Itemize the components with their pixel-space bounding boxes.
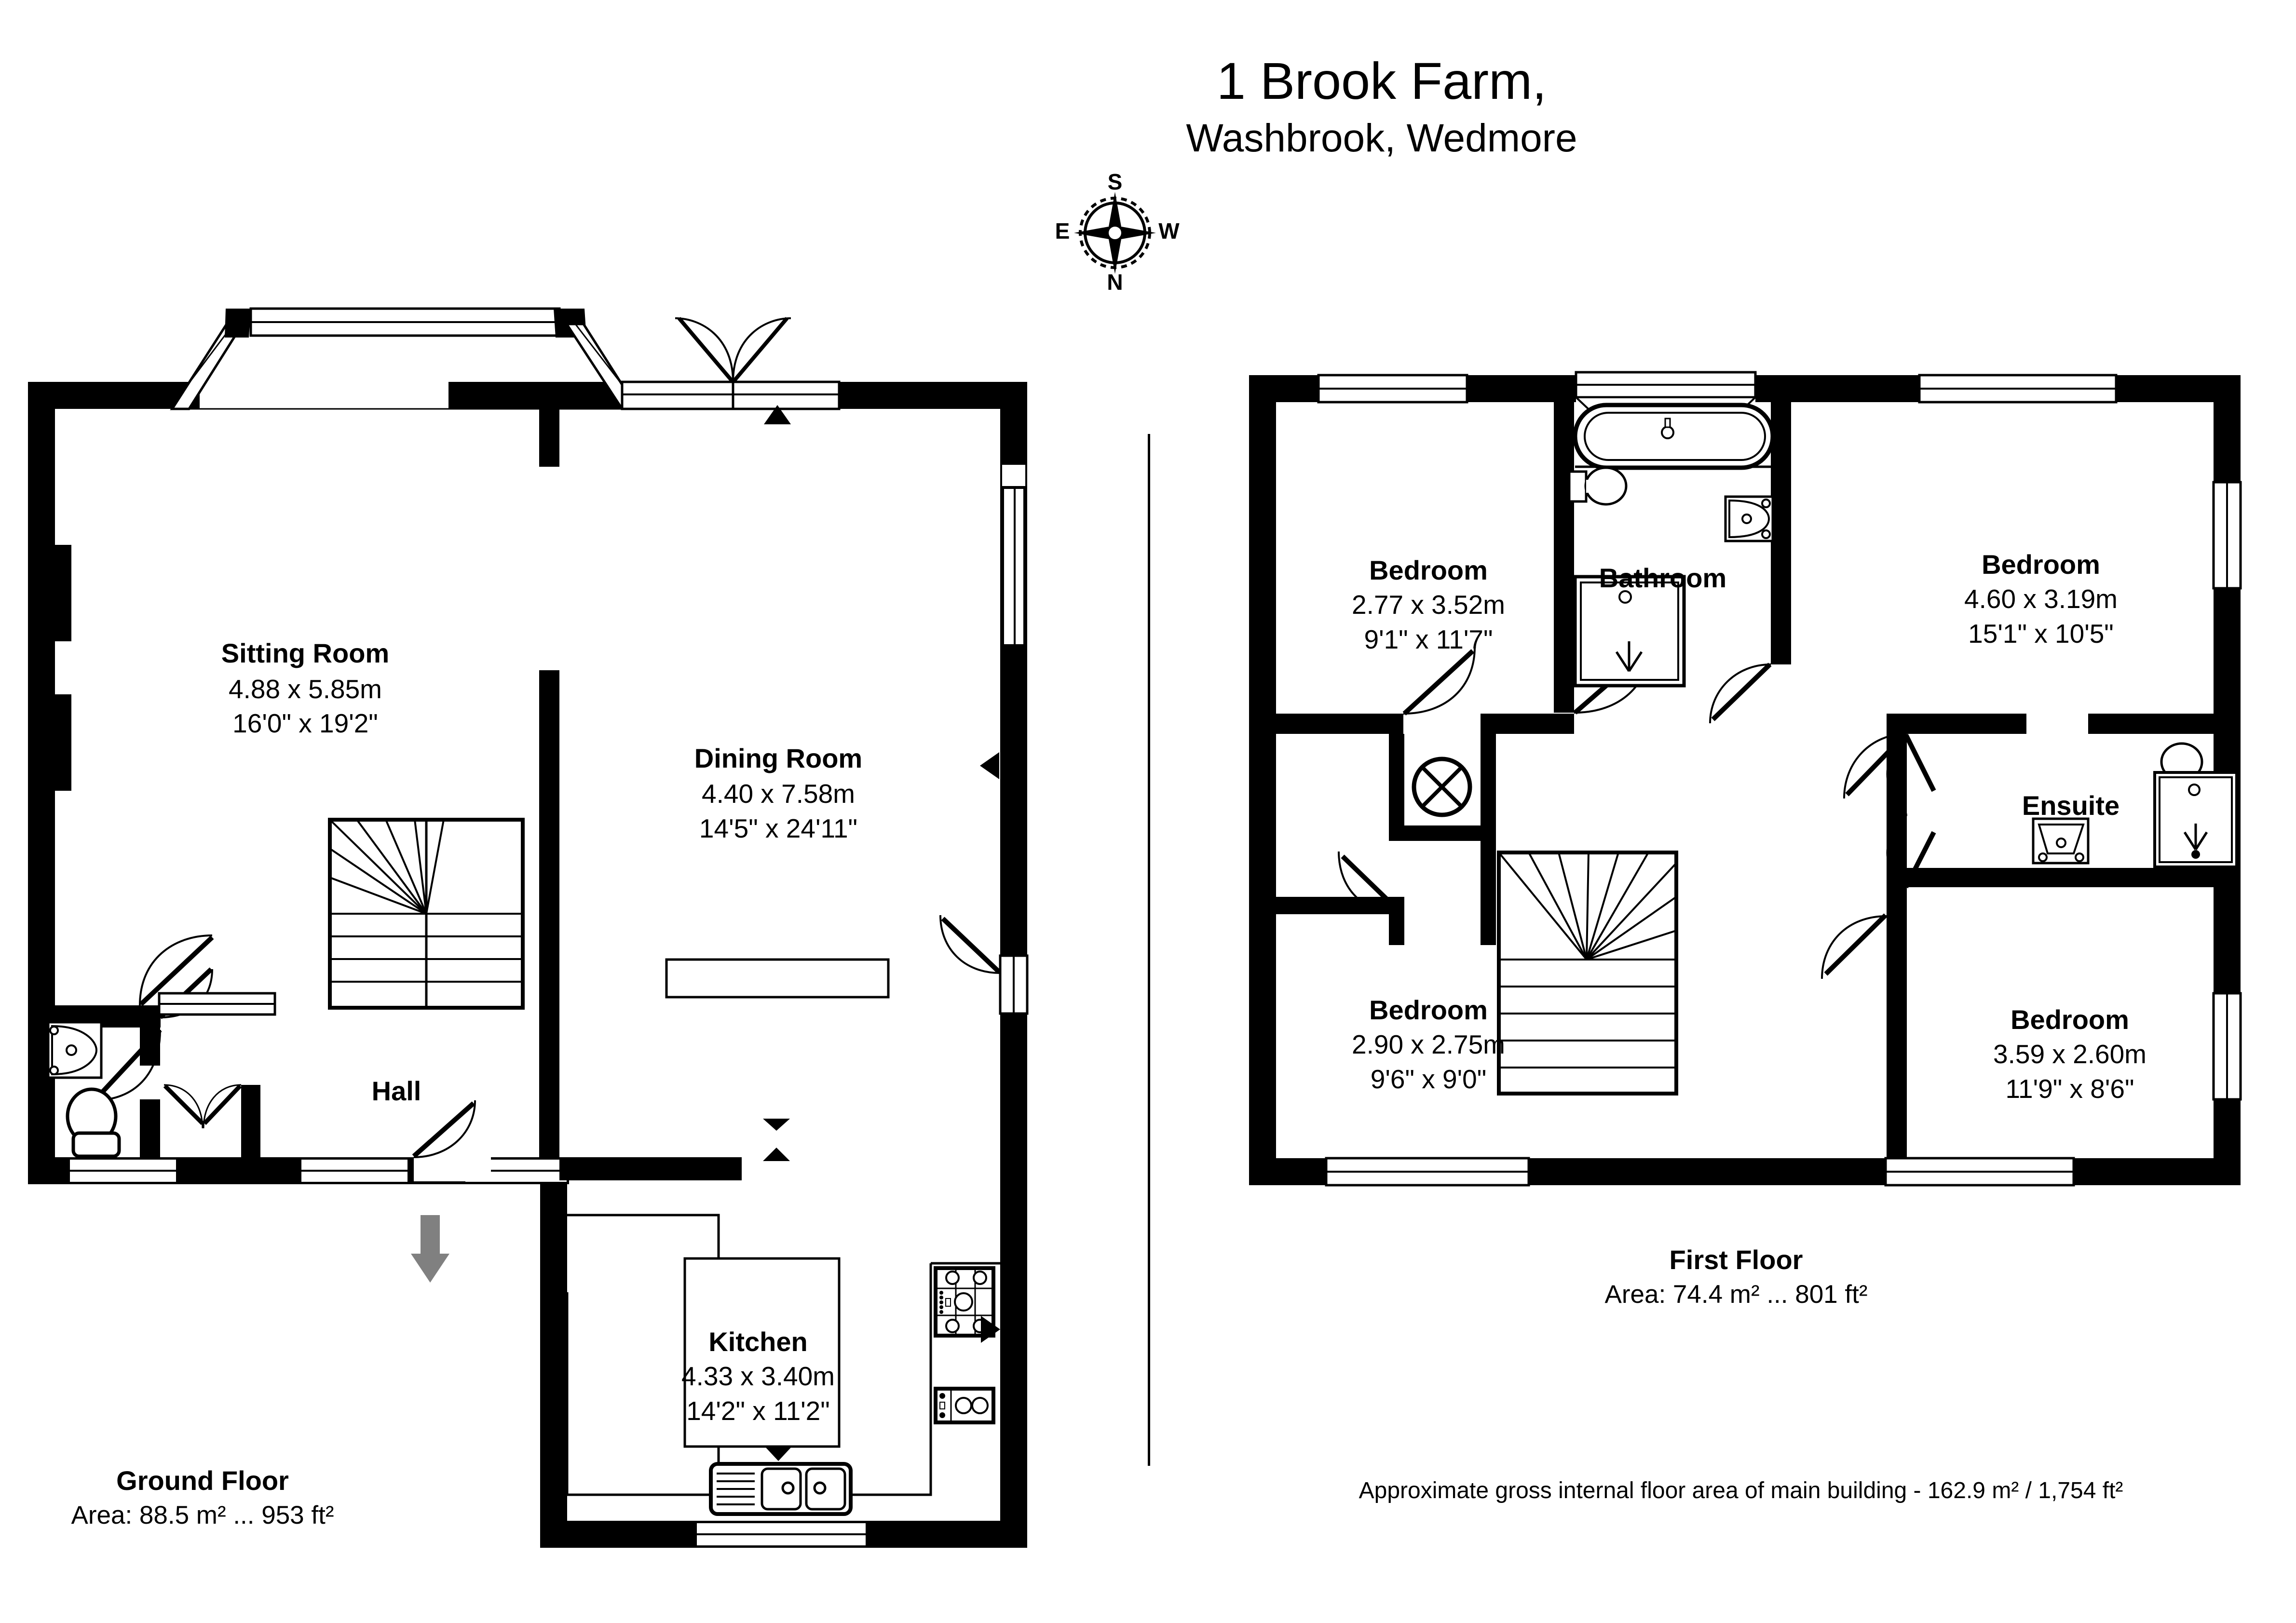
wall-ff-right <box>2214 375 2241 1185</box>
wall-ff-ensuite-bottom <box>1887 868 2241 887</box>
window-gf-entry-bottom-mullion <box>463 1170 569 1172</box>
window-gf-wc-bottom-mullion <box>68 1170 178 1172</box>
window-gf-dining-right <box>1000 463 1027 488</box>
wall-ff-bed3-top <box>1249 897 1403 914</box>
page-subtitle: Washbrook, Wedmore <box>1186 116 1577 160</box>
wall-ff-left <box>1249 375 1276 1185</box>
compass-label-left: E <box>1055 218 1070 243</box>
wall-gf-right-lower <box>1000 1013 1027 1548</box>
wall-gf-hall-kitchen <box>539 1157 742 1180</box>
wall-ff-bathroom-left <box>1554 375 1574 713</box>
wall-gf-top-mid <box>448 382 622 409</box>
wall-ff-cupboard-bottom <box>1389 825 1496 841</box>
window-gf-hall-bottom-mullion <box>299 1170 410 1172</box>
room-label-ensuite: Ensuite <box>2022 790 2120 821</box>
wall-ff-ensuite-top <box>1887 714 2026 734</box>
wall-ff-landing-vert <box>1481 841 1496 945</box>
wall-gf-wc-vert <box>140 1099 160 1158</box>
wall-gf-dining-kitchen-stub <box>539 1022 559 1162</box>
wall-ff-bottom-c <box>2074 1158 2241 1185</box>
wall-ff-bottom-a <box>1249 1158 1326 1185</box>
wall-ff-cupboard-left <box>1389 734 1404 840</box>
window-gf-kitchen-bottom-mullion <box>694 1533 868 1535</box>
page-title: 1 Brook Farm, <box>1216 52 1547 110</box>
footer-note: Approximate gross internal floor area of… <box>1359 1478 2123 1503</box>
window-gf-sitting-left <box>48 545 71 641</box>
window-gf-dining-right-mullion <box>1014 487 1016 646</box>
wall-gf-sitting-dining-mid <box>539 670 559 1022</box>
wall-ff-bed1-bottom <box>1249 714 1403 734</box>
wall-gf-top-right <box>839 382 1027 409</box>
wall-ff-bed4-left <box>1887 887 1907 1186</box>
plan-divider <box>1148 434 1150 1466</box>
wall-ff-ensuite-top2 <box>2088 714 2241 734</box>
wall-gf-closet-right <box>241 1085 260 1158</box>
wall-gf-sitting-dining-upper <box>539 409 559 467</box>
room-label-bathroom: Bathroom <box>1599 563 1727 593</box>
wall-ff-ensuite-left <box>1887 714 1907 887</box>
wall-ff-top-d <box>2116 375 2241 402</box>
compass-label-bottom: N <box>1107 270 1123 295</box>
wall-gf-kitchen-left <box>540 1184 567 1548</box>
wall-ff-bottom-b <box>1529 1158 1886 1185</box>
wall-gf-top-left <box>28 382 173 409</box>
wall-gf-wc-top <box>28 1005 161 1028</box>
room-label-hall: Hall <box>371 1076 421 1106</box>
compass-label-right: W <box>1158 218 1180 243</box>
window-gf-sitting-left-2 <box>48 694 71 791</box>
wall-ff-cupboard-right <box>1481 734 1496 840</box>
compass-label-top: S <box>1107 169 1123 194</box>
wall-ff-bed1-bottom2 <box>1481 714 1574 734</box>
wall-ff-bathroom-right <box>1771 375 1791 664</box>
wall-ff-top-a <box>1249 375 1318 402</box>
